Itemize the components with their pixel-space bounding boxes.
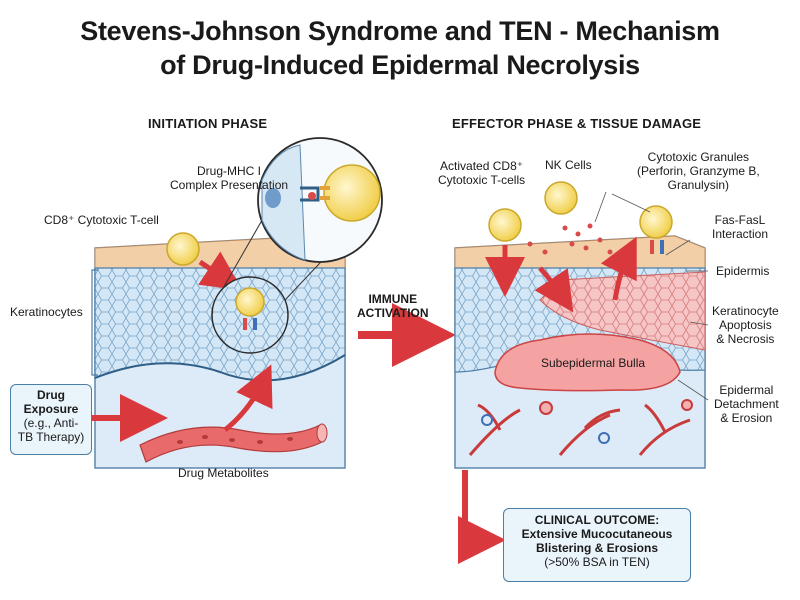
cd8-tcell-label: CD8⁺ Cytotoxic T-cell [44,213,159,227]
tcell-arrow [198,251,243,291]
immune-activation-label: IMMUNE ACTIVATION [357,292,429,320]
title-line-2: of Drug-Induced Epidermal Necrolysis [160,50,640,80]
initiation-heading: INITIATION PHASE [148,116,268,131]
activated-tcells-line-1: Activated CD8⁺ [440,159,524,173]
drug-mhc-line-2: Complex Presentation [170,178,289,192]
cytotoxic-granules [527,223,613,255]
apoptosis-line-1: Keratinocyte [712,304,779,318]
effector-arrows [485,236,637,313]
granules-line-1: Cytotoxic Granules [647,150,750,164]
clinical-outcome-box: CLINICAL OUTCOME: Extensive Mucocutaneou… [503,508,691,582]
effector-heading: EFFECTOR PHASE & TISSUE DAMAGE [452,116,702,131]
bulla-label: Subepidermal Bulla [541,356,646,370]
drug-metabolites-label: Drug Metabolites [178,466,269,480]
drug-exposure-line-4: TB Therapy) [17,430,85,444]
page-title: Stevens-Johnson Syndrome and TEN - Mecha… [0,14,800,82]
outcome-line-4: (>50% BSA in TEN) [544,555,650,569]
drug-mhc-label: Drug-MHC I Complex Presentation [170,164,288,192]
granules-line-2: (Perforin, Granzyme B, [637,164,760,178]
activated-tcells-line-2: Cytotoxic T-cells [438,173,526,187]
keratinocyte-bracket [91,269,98,376]
apoptosis-line-3: & Necrosis [716,332,775,346]
detachment-label: Epidermal Detachment & Erosion [714,383,779,425]
dermal-vessels [468,399,693,456]
drug-exposure-line-3: (e.g., Anti- [23,416,79,430]
outcome-line-1: CLINICAL OUTCOME: [534,513,660,527]
zoom-inset [257,137,383,263]
cytotoxic-granules-label: Cytotoxic Granules (Perforin, Granzyme B… [637,150,760,192]
focus-circle [211,276,289,354]
drug-exposure-title-2: Exposure [23,402,79,416]
fas-fasl-label: Fas-FasL Interaction [712,213,768,241]
outcome-arrow [458,470,506,564]
fas-line-2: Interaction [712,227,769,241]
immune-activation-line-1: IMMUNE [368,292,418,306]
cd8-tcell-icon [166,232,200,266]
outcome-line-2: Extensive Mucocutaneous [521,527,673,541]
drug-mhc-line-1: Drug-MHC I [197,164,262,178]
detach-line-3: & Erosion [720,411,773,425]
apoptosis-line-2: Apoptosis [719,318,772,332]
immune-activation-line-2: ACTIVATION [357,306,429,320]
detach-line-1: Epidermal [719,383,774,397]
blood-vessel [139,423,328,463]
keratinocytes-label: Keratinocytes [10,305,83,319]
effector-cells [488,181,673,254]
drug-exposure-title-1: Drug [37,388,65,402]
title-line-1: Stevens-Johnson Syndrome and TEN - Mecha… [80,16,720,46]
metabolite-arrow [223,364,273,432]
drug-exposure-box: Drug Exposure (e.g., Anti- TB Therapy) [10,384,92,455]
nk-cells-label: NK Cells [545,158,592,172]
subepidermal-bulla [494,333,681,392]
epidermis-label: Epidermis [716,264,770,278]
detach-line-2: Detachment [714,397,779,411]
leader-lines [594,191,709,401]
activated-tcells-label: Activated CD8⁺ Cytotoxic T-cells [438,159,525,187]
fas-line-1: Fas-FasL [714,213,766,227]
apoptosis-label: Keratinocyte Apoptosis & Necrosis [712,304,779,346]
granules-line-3: Granulysin) [667,178,730,192]
outcome-line-3: Blistering & Erosions [535,541,659,555]
